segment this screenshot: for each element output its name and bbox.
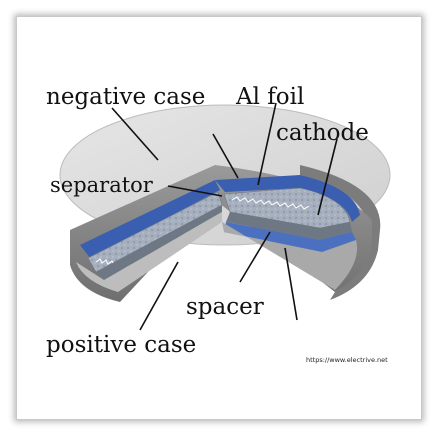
label-al-foil: Al foil: [235, 84, 304, 110]
separator-right-lower: [224, 222, 356, 252]
cathode-right-ridges: [231, 196, 310, 210]
leader-positive-case: [139, 261, 179, 331]
leader-cathode: [317, 138, 338, 216]
label-spacer: spacer: [186, 294, 264, 320]
separator-left: [80, 180, 220, 258]
case-bottom-right: [222, 222, 358, 290]
separator-right: [215, 175, 360, 222]
leader-spacer-1: [239, 231, 271, 283]
leader-al-foil-2: [257, 102, 277, 186]
label-cathode: cathode: [276, 120, 369, 146]
label-negative-case: negative case: [46, 84, 205, 110]
spacer-left: [96, 205, 222, 280]
leader-al-foil-1: [212, 133, 239, 179]
label-separator: separator: [50, 173, 154, 197]
leader-separator: [167, 185, 223, 197]
spacer-right: [226, 212, 352, 240]
leader-spacer-2: [284, 247, 298, 321]
leader-negative-case: [111, 107, 159, 161]
case-rim-right: [300, 165, 381, 300]
label-positive-case: positive case: [46, 332, 196, 358]
source-credit: https://www.electrive.net: [306, 356, 388, 364]
